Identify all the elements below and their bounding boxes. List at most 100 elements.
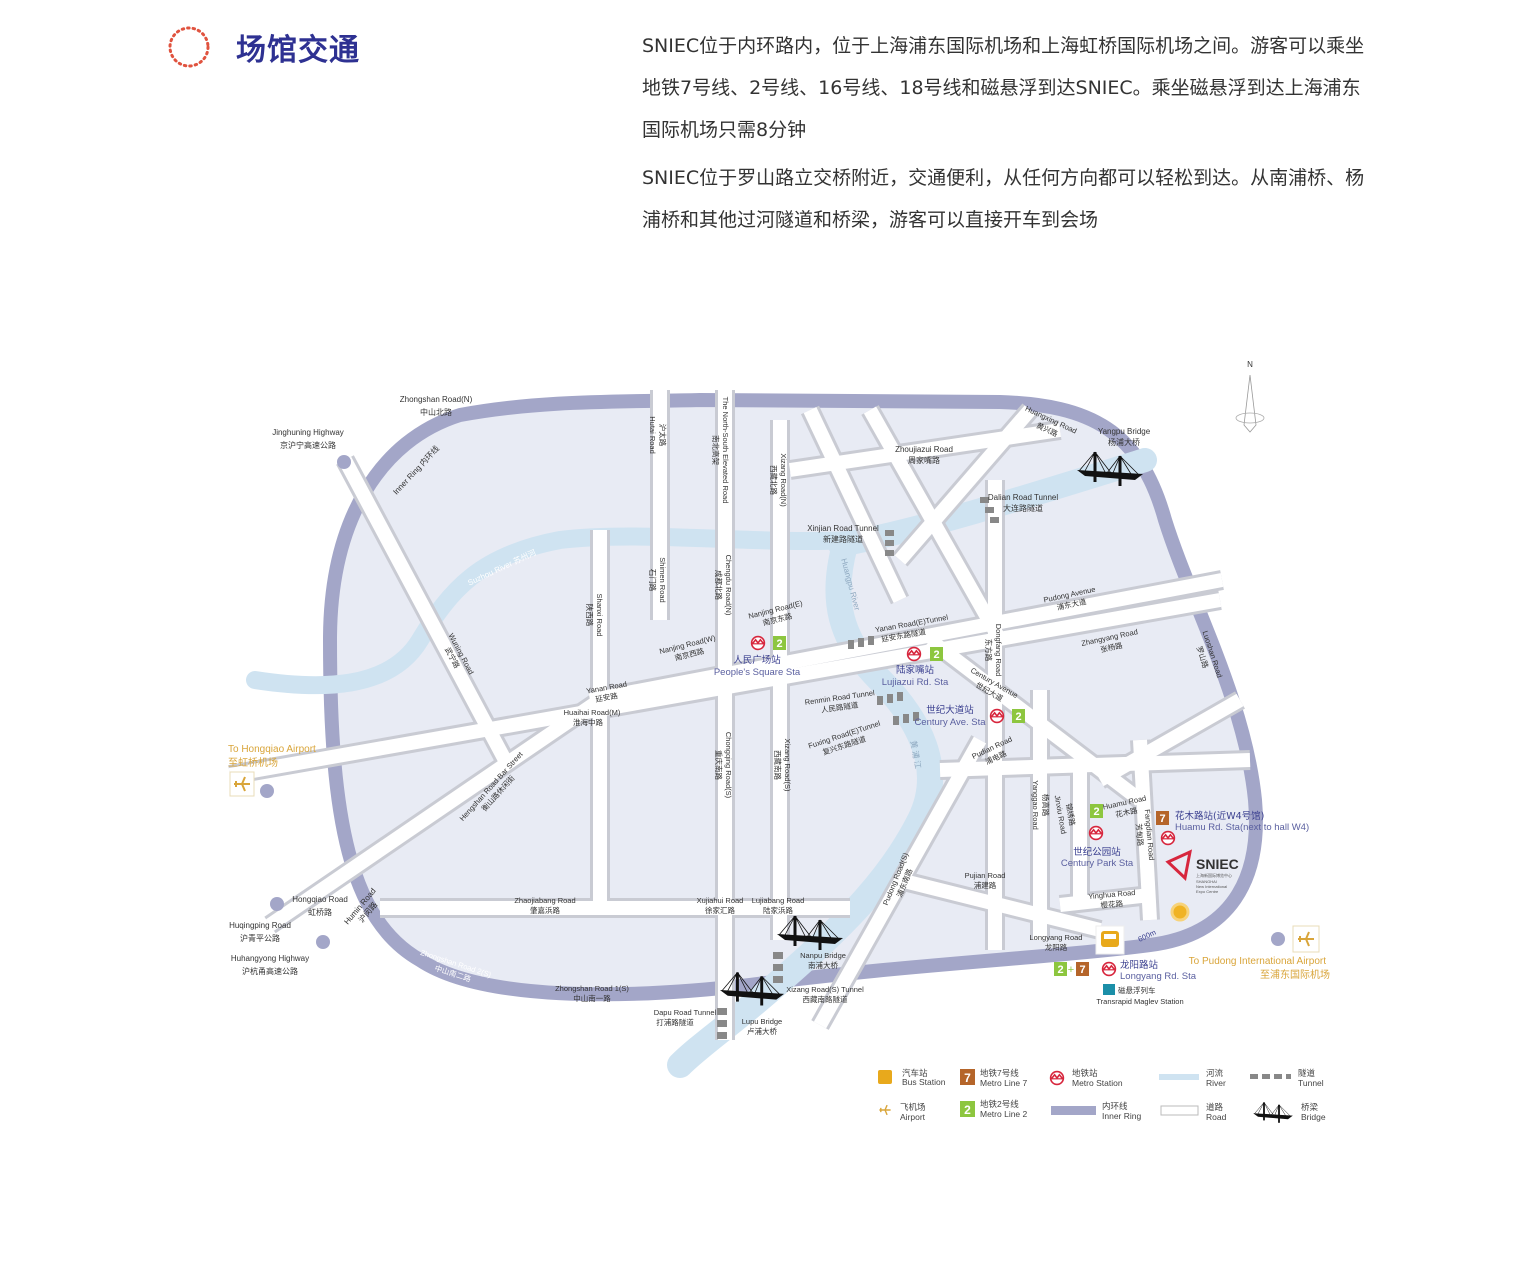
svg-text:大连路隧道: 大连路隧道	[1003, 503, 1043, 513]
svg-text:张杨路: 张杨路	[1099, 640, 1124, 655]
legend-item-tunnel: 隧道 Tunnel	[1250, 1068, 1324, 1088]
svg-text:沪杭甬高速公路: 沪杭甬高速公路	[242, 966, 298, 976]
svg-text:桥梁: 桥梁	[1301, 1102, 1319, 1112]
metro-station-icon	[1101, 961, 1117, 977]
metro-station-icon	[906, 646, 922, 662]
svg-text:南北高架: 南北高架	[711, 435, 721, 465]
svg-text:Fangdian Road: Fangdian Road	[1143, 809, 1156, 861]
north-compass-icon: N	[1235, 360, 1265, 433]
svg-text:地铁2号线: 地铁2号线	[980, 1099, 1019, 1109]
metro-line-2-badge	[930, 647, 943, 661]
svg-text:7: 7	[964, 1071, 971, 1085]
svg-text:延安路: 延安路	[595, 690, 619, 704]
svg-text:Lupu Bridge: Lupu Bridge	[742, 1017, 782, 1026]
svg-text:沪青平公路: 沪青平公路	[240, 933, 280, 943]
legend-item-inner-ring: 内环线 Inner Ring	[1051, 1101, 1141, 1121]
svg-text:黄 浦 江: 黄 浦 江	[909, 740, 924, 770]
svg-text:The North-South Elevated Road: The North-South Elevated Road	[721, 397, 730, 504]
svg-text:中山南一路: 中山南一路	[573, 993, 611, 1003]
svg-text:Dapu Road Tunnel: Dapu Road Tunnel	[654, 1008, 717, 1017]
svg-text:杨高路: 杨高路	[1041, 794, 1051, 817]
intro-text: SNIEC位于内环路内，位于上海浦东国际机场和上海虹桥国际机场之间。游客可以乘坐…	[642, 25, 1372, 247]
arrow-right-icon	[1271, 932, 1285, 946]
svg-text:2: 2	[933, 649, 939, 661]
svg-text:花木路: 花木路	[1114, 805, 1139, 820]
svg-text:2: 2	[776, 638, 782, 650]
svg-text:Xujiahui Road: Xujiahui Road	[697, 896, 744, 905]
svg-text:Tunnel: Tunnel	[1298, 1078, 1324, 1088]
arrow-left-icon	[316, 935, 330, 949]
svg-text:人民广场站: 人民广场站	[733, 654, 781, 666]
svg-text:2: 2	[1015, 711, 1021, 723]
svg-text:Shanxi Road: Shanxi Road	[595, 594, 604, 637]
svg-text:Longyang Rd. Sta: Longyang Rd. Sta	[1120, 971, 1197, 982]
svg-text:Bridge: Bridge	[1301, 1112, 1326, 1122]
svg-text:樱花路: 樱花路	[1100, 898, 1124, 910]
metro-station-icon	[1160, 830, 1176, 846]
svg-text:Metro Line 7: Metro Line 7	[980, 1078, 1028, 1088]
svg-text:新建路隧道: 新建路隧道	[823, 534, 863, 544]
svg-text:花木路站(近W4号馆): 花木路站(近W4号馆)	[1175, 810, 1264, 822]
svg-text:至虹桥机场: 至虹桥机场	[228, 756, 278, 769]
svg-text:Shimen Road: Shimen Road	[658, 557, 667, 602]
svg-text:Transrapid Maglev Station: Transrapid Maglev Station	[1096, 997, 1183, 1006]
map-legend: 汽车站 Bus Station 7 地铁7号线 Metro Line 7 地铁站…	[878, 1068, 1326, 1124]
legend-item-bridge: 桥梁 Bridge	[1252, 1101, 1326, 1124]
svg-text:Zhongshan Road(N): Zhongshan Road(N)	[400, 395, 473, 404]
svg-text:隧道: 隧道	[1298, 1068, 1316, 1078]
svg-text:浦建路: 浦建路	[974, 880, 997, 890]
svg-text:龙阳路站: 龙阳路站	[1120, 959, 1159, 971]
svg-text:Xinjian Road Tunnel: Xinjian Road Tunnel	[807, 524, 879, 533]
svg-text:虹桥路: 虹桥路	[308, 907, 332, 917]
svg-text:Xizang Road(S) Tunnel: Xizang Road(S) Tunnel	[786, 985, 864, 994]
arrow-left-icon	[270, 897, 284, 911]
legend-item-line2: 2 地铁2号线 Metro Line 2	[960, 1099, 1028, 1119]
svg-text:磁悬浮列车: 磁悬浮列车	[1118, 985, 1156, 995]
dotted-circle-icon	[168, 26, 210, 68]
svg-text:Lujiabang Road: Lujiabang Road	[752, 896, 805, 905]
tunnel-marker	[893, 716, 899, 725]
svg-text:Chengdu Road(N): Chengdu Road(N)	[724, 555, 733, 616]
svg-text:SNIEC: SNIEC	[1196, 856, 1239, 872]
section-header: 场馆交通	[166, 24, 360, 70]
svg-text:+: +	[1068, 964, 1074, 976]
svg-text:Lujiazui Rd. Sta: Lujiazui Rd. Sta	[882, 677, 949, 688]
svg-text:Zhaojiabang Road: Zhaojiabang Road	[514, 896, 575, 905]
svg-text:Xizang Road(N): Xizang Road(N)	[779, 453, 788, 507]
svg-text:至浦东国际机场: 至浦东国际机场	[1260, 968, 1330, 981]
svg-text:Longyang Road: Longyang Road	[1030, 933, 1083, 942]
metro-line-7-badge	[1076, 962, 1089, 976]
svg-text:Nanpu Bridge: Nanpu Bridge	[800, 951, 846, 960]
svg-text:地铁7号线: 地铁7号线	[980, 1068, 1019, 1078]
svg-text:Huqingping Road: Huqingping Road	[229, 921, 291, 930]
svg-text:世纪大道站: 世纪大道站	[926, 704, 974, 716]
arrow-left-icon	[337, 455, 351, 469]
svg-text:淮海中路: 淮海中路	[573, 717, 603, 727]
svg-text:Yinghua Road: Yinghua Road	[1088, 888, 1136, 901]
metro-line-2-badge	[773, 636, 786, 650]
svg-text:Zhoujiazui Road: Zhoujiazui Road	[895, 445, 953, 454]
svg-text:7: 7	[1159, 813, 1165, 825]
svg-text:2: 2	[1093, 806, 1099, 818]
tunnel-marker	[848, 640, 854, 649]
legend-item-line7: 7 地铁7号线 Metro Line 7	[960, 1068, 1028, 1088]
metro-station-icon	[1088, 825, 1104, 841]
svg-text:Yangpu Bridge: Yangpu Bridge	[1098, 427, 1151, 436]
metro-station-icon	[750, 635, 766, 651]
svg-text:7: 7	[1079, 964, 1085, 976]
svg-text:Century Ave. Sta: Century Ave. Sta	[914, 717, 986, 728]
venue-location-marker	[1170, 902, 1190, 922]
svg-text:Pujian Road: Pujian Road	[965, 871, 1006, 880]
svg-text:石门路: 石门路	[648, 569, 658, 592]
legend-item-bus: 汽车站 Bus Station	[878, 1068, 946, 1087]
tunnel-marker	[717, 1008, 727, 1015]
svg-text:西藏北路: 西藏北路	[769, 465, 779, 495]
svg-text:打浦路隧道: 打浦路隧道	[656, 1017, 694, 1027]
metro-stations: 2 人民广场站 People's Square Sta 2 陆家嘴站 Lujia…	[714, 635, 1309, 1006]
svg-text:Chongqing Road(S): Chongqing Road(S)	[724, 732, 733, 799]
svg-text:锦绣路: 锦绣路	[1064, 803, 1078, 827]
tunnel-marker	[885, 530, 894, 536]
svg-text:Expo Centre: Expo Centre	[1196, 889, 1219, 894]
svg-text:龙阳路: 龙阳路	[1045, 942, 1068, 952]
svg-text:芳甸路: 芳甸路	[1134, 823, 1146, 847]
